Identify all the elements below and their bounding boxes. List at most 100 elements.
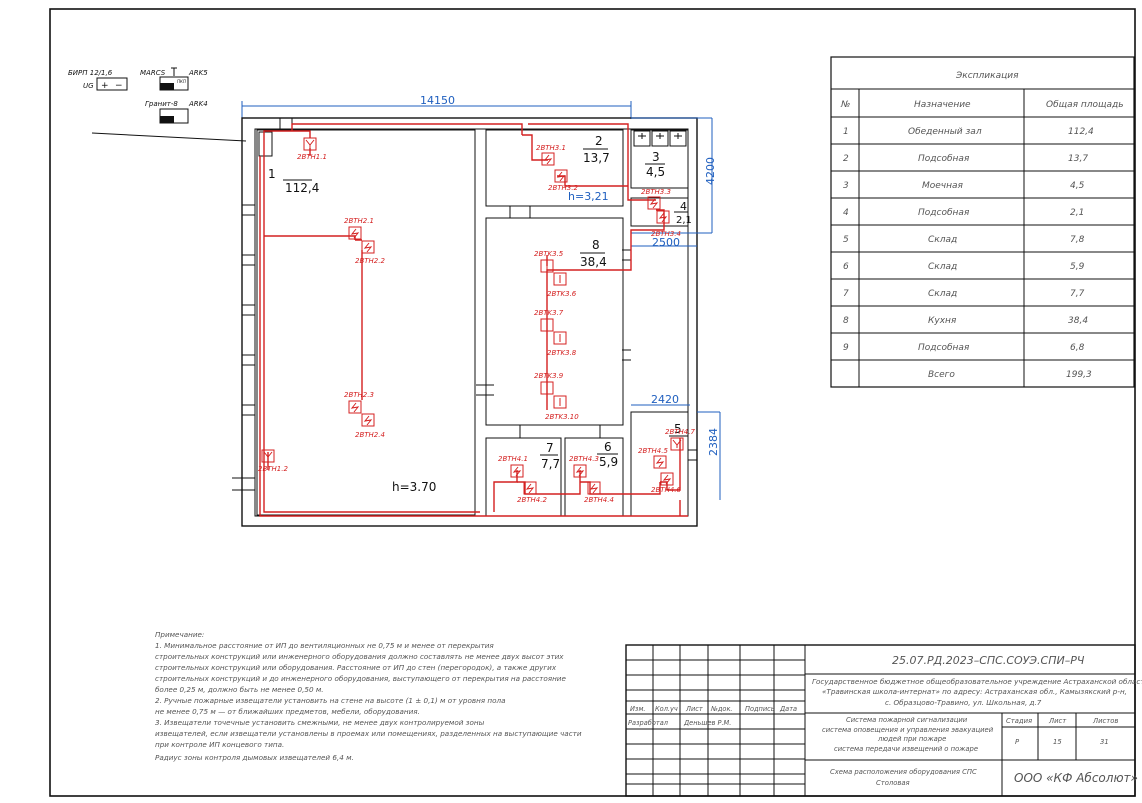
stamp-sheet: 15 [1053, 738, 1062, 746]
detector-2btk3-7: 2BTK3.7 [534, 309, 564, 332]
svg-text:2BTH4.1: 2BTH4.1 [498, 455, 528, 463]
marcs-label: MARCS [140, 69, 166, 77]
exp-header-purpose: Назначение [914, 100, 971, 110]
exp-r7-c0: 8 [843, 316, 849, 326]
exp-header-area: Общая площадь [1046, 100, 1124, 110]
exp-r0-c0: 1 [843, 127, 849, 137]
svg-text:7: 7 [546, 441, 554, 455]
exp-r8-c2: 6,8 [1070, 343, 1085, 353]
detector-2btk3-6: 2BTK3.6 [547, 272, 577, 298]
exp-r2-c0: 3 [843, 181, 849, 191]
detector-2bth2-1: 2BTH2.1 [344, 217, 374, 240]
dim-4200: 4200 [704, 157, 717, 185]
room-7-label: 7 7,7 [540, 441, 560, 471]
height-main: h=3.70 [392, 480, 436, 494]
stamp-sheets-label: Листов [1092, 717, 1118, 725]
pkp-label: ПКП [177, 79, 186, 84]
stamp-system-1: Система пожарной сигнализации [846, 716, 968, 724]
stamp-razrab-name: Деньшев Р.М. [683, 719, 731, 727]
detector-2bth2-3: 2BTH2.3 [344, 391, 374, 414]
svg-text:2,1: 2,1 [676, 215, 692, 226]
granit-label: Гранит-8 [145, 100, 178, 108]
svg-text:2BTH4.3: 2BTH4.3 [569, 455, 599, 463]
height-room2: h=3,21 [568, 190, 609, 203]
svg-text:4,5: 4,5 [646, 165, 665, 179]
note-line-9: извещателей, если извещатели установлены… [155, 729, 582, 738]
stamp-org-2: «Травинская школа-интернат» по адресу: А… [822, 687, 1127, 696]
svg-text:1: 1 [268, 167, 276, 181]
note-line-1: 1. Минимальное расстояние от ИП до венти… [155, 641, 494, 650]
svg-text:8: 8 [592, 238, 600, 252]
exp-header-num: № [840, 100, 850, 110]
exp-r2-c1: Моечная [922, 181, 964, 191]
detector-2bth4-6: 2BTH4.6 [651, 472, 681, 494]
detector-2btk3-10: 2BTK3.10 [545, 395, 579, 421]
svg-text:5,9: 5,9 [599, 455, 618, 469]
detector-2btk3-5: 2BTK3.5 [534, 250, 564, 273]
detector-2bth2-2: 2BTH2.2 [355, 240, 385, 265]
stamp-system-2: система оповещения и управления эвакуаци… [822, 726, 994, 734]
svg-text:6: 6 [604, 440, 612, 454]
svg-text:2BTH2.3: 2BTH2.3 [344, 391, 374, 399]
dim-2420: 2420 [651, 393, 679, 406]
exp-r9-c2: 199,3 [1066, 370, 1092, 380]
note-line-7: не менее 0,75 м — от ближайших предметов… [155, 707, 420, 716]
svg-text:2BTH4.5: 2BTH4.5 [638, 447, 668, 455]
stamp-org-1: Государственное бюджетное общеобразовате… [812, 677, 1142, 686]
exp-r7-c2: 38,4 [1068, 316, 1088, 326]
note-line-2: строительных конструкций или инженерного… [155, 652, 564, 661]
exp-r6-c0: 7 [843, 289, 849, 299]
stamp-sheets: 31 [1100, 738, 1109, 746]
detector-2bth4-7: 2BTH4.7 [665, 428, 695, 451]
exp-r0-c1: Обеденный зал [908, 127, 982, 137]
exp-r1-c1: Подсобная [918, 154, 970, 164]
exp-r1-c2: 13,7 [1068, 154, 1088, 164]
note-line-8: 3. Извещатели точечные установить смежны… [155, 718, 485, 727]
room-2-label: 2 13,7 [583, 134, 610, 165]
stamp-col-list: Лист [685, 705, 703, 713]
note-line-11: Радиус зоны контроля дымовых извещателей… [155, 753, 354, 762]
note-line-10: при контроле ИП концевого типа. [155, 740, 284, 749]
detector-2bth1-1: 2BTH1.1 [297, 137, 327, 161]
room-5-label: 5 [669, 422, 688, 437]
birp-label: БИРП 12/1,6 [68, 69, 113, 77]
svg-text:2BTH2.2: 2BTH2.2 [355, 257, 385, 265]
svg-text:2BTH4.6: 2BTH4.6 [651, 486, 681, 494]
svg-text:2BTK3.7: 2BTK3.7 [534, 309, 564, 317]
svg-text:3: 3 [652, 150, 660, 164]
exp-r5-c0: 6 [843, 262, 849, 272]
detector-2bth3-4: 2BTH3.4 [651, 210, 681, 238]
svg-text:2BTH4.2: 2BTH4.2 [517, 496, 547, 504]
stamp-stage: Р [1015, 738, 1020, 746]
alarm-devices: 2BTH1.1 2BTH1.2 2BTH2.1 2BTH2.2 [258, 137, 695, 504]
dim-2500: 2500 [652, 236, 680, 249]
dim-width: 14150 [420, 94, 455, 107]
stamp-code: 25.07.РД.2023–СПС.СОУЭ.СПИ–РЧ [892, 654, 1085, 667]
stamp-company: ООО «КФ Абсолют» [1014, 771, 1138, 785]
svg-text:2BTK3.5: 2BTK3.5 [534, 250, 564, 258]
alarm-loops [259, 123, 688, 517]
stamp-system-3: людей при пожаре [877, 735, 946, 743]
exp-r3-c0: 4 [843, 208, 849, 218]
detector-2bth4-4: 2BTH4.4 [584, 481, 614, 504]
stamp-col-podp: Подпись [745, 705, 775, 713]
svg-text:+: + [101, 81, 109, 91]
exp-r5-c1: Склад [928, 262, 957, 272]
ark4-label: ARK4 [188, 100, 208, 108]
svg-text:2BTH3.4: 2BTH3.4 [651, 230, 681, 238]
svg-text:5: 5 [674, 422, 682, 436]
detector-2bth3-1: 2BTH3.1 [536, 144, 566, 166]
stamp-stage-label: Стадия [1006, 717, 1032, 725]
exp-r3-c2: 2,1 [1070, 208, 1084, 218]
stamp-drawing-1: Схема расположения оборудования СПС [830, 768, 977, 776]
detector-2bth1-2: 2BTH1.2 [258, 449, 288, 473]
explication-title: Экспликация [955, 71, 1019, 81]
stamp-sheet-label: Лист [1048, 717, 1067, 725]
exp-r2-c2: 4,5 [1070, 181, 1085, 191]
exp-r4-c2: 7,8 [1070, 235, 1085, 245]
dim-2384: 2384 [707, 428, 720, 456]
svg-text:38,4: 38,4 [580, 255, 607, 269]
detector-2bth3-3: 2BTH3.3 [641, 188, 671, 210]
ark5-label: ARK5 [188, 69, 208, 77]
svg-text:2BTH3.1: 2BTH3.1 [536, 144, 566, 152]
